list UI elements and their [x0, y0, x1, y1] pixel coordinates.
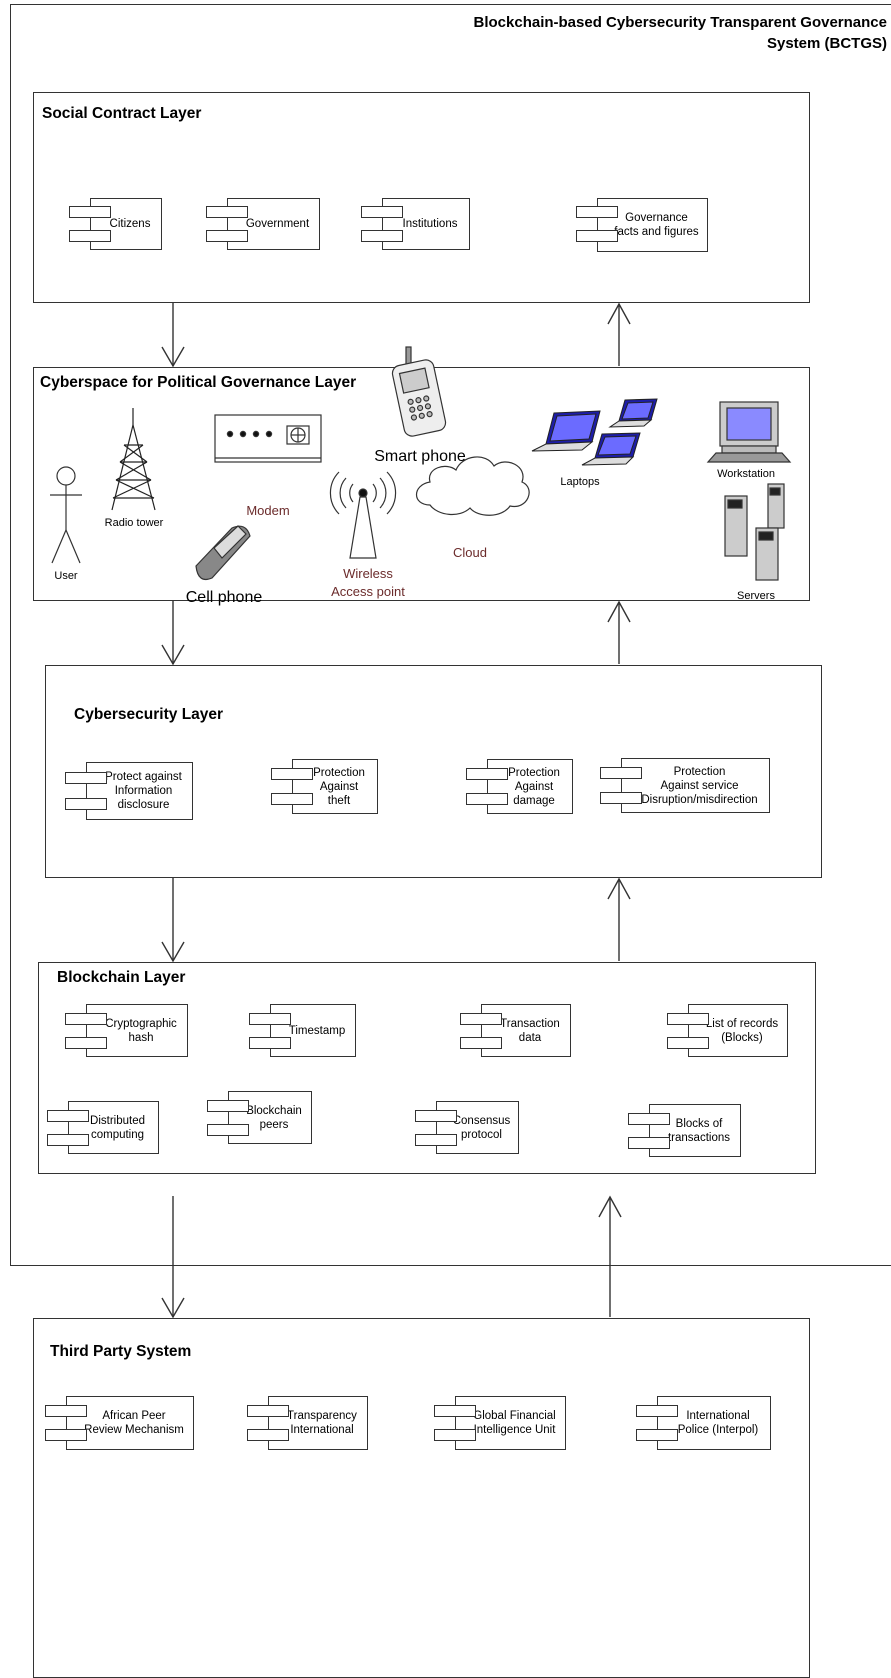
laptops-icon: [531, 398, 658, 466]
system-title: Blockchain-based Cybersecurity Transpare…: [473, 14, 888, 52]
component-african-peer-review[interactable]: African Peer Review Mechanism: [45, 1396, 194, 1450]
wireless-access-point-label: Wireless Access point: [331, 566, 405, 599]
component-protect-information-disclosure[interactable]: Protect against Information disclosure: [65, 762, 193, 820]
cell-phone-icon: [195, 525, 251, 581]
component-protection-service-disruption[interactable]: Protection Against service Disruption/mi…: [600, 758, 770, 813]
component-label: Blocks of transactions: [667, 1117, 730, 1144]
component-protection-theft[interactable]: Protection Against theft: [271, 759, 378, 814]
component-global-financial-intelligence[interactable]: Global Financial Intelligence Unit: [434, 1396, 566, 1450]
component-label: Consensus protocol: [452, 1114, 511, 1141]
user-label: User: [54, 570, 78, 582]
component-label: Protect against Information disclosure: [105, 771, 182, 811]
blockchain-layer-title: Blockchain Layer: [57, 969, 186, 986]
smart-phone-label: Smart phone: [374, 448, 466, 465]
component-label: Protection Against service Disruption/mi…: [641, 765, 758, 806]
cloud-label: Cloud: [453, 545, 487, 560]
radio-tower-label: Radio tower: [104, 517, 164, 529]
component-label: List of records (Blocks): [705, 1017, 779, 1044]
component-label: Timestamp: [288, 1024, 346, 1037]
wireless-access-point-icon: [329, 471, 397, 559]
social-contract-layer-title: Social Contract Layer: [42, 105, 202, 122]
component-distributed-computing[interactable]: Distributed computing: [47, 1101, 159, 1154]
cyberspace-layer-title: Cyberspace for Political Governance Laye…: [40, 374, 357, 391]
component-label: Protection Against damage: [508, 766, 560, 807]
component-institutions[interactable]: Institutions: [361, 198, 470, 250]
modem-icon: [214, 414, 322, 463]
servers-label: Servers: [737, 590, 775, 602]
component-label: African Peer Review Mechanism: [84, 1410, 184, 1436]
third-party-system: Third Party System: [33, 1318, 810, 1678]
component-cryptographic-hash[interactable]: Cryptographic hash: [65, 1004, 188, 1057]
bctgs-system-boundary: [10, 4, 891, 1266]
workstation-icon: [706, 401, 792, 463]
component-label: Institutions: [402, 218, 458, 230]
component-label: Citizens: [109, 218, 151, 230]
component-transparency-international[interactable]: Transparency International: [247, 1396, 368, 1450]
laptops-label: Laptops: [560, 476, 600, 488]
component-label: Governance facts and figures: [614, 212, 699, 238]
component-label: Transparency International: [287, 1410, 357, 1436]
component-governance-facts[interactable]: Governance facts and figures: [576, 198, 708, 252]
component-label: Government: [245, 218, 310, 230]
modem-label: Modem: [246, 503, 290, 518]
radio-tower-icon: [111, 408, 156, 511]
component-label: Protection Against theft: [313, 766, 365, 807]
component-list-of-records[interactable]: List of records (Blocks): [667, 1004, 788, 1057]
component-government[interactable]: Government: [206, 198, 320, 250]
component-timestamp[interactable]: Timestamp: [249, 1004, 356, 1057]
component-label: Distributed computing: [90, 1114, 145, 1141]
component-consensus-protocol[interactable]: Consensus protocol: [415, 1101, 519, 1154]
component-blockchain-peers[interactable]: Blockchain peers: [207, 1091, 312, 1144]
component-blocks-of-transactions[interactable]: Blocks of transactions: [628, 1104, 741, 1157]
component-label: International Police (Interpol): [677, 1410, 759, 1436]
workstation-label: Workstation: [717, 468, 775, 480]
component-transaction-data[interactable]: Transaction data: [460, 1004, 571, 1057]
user-icon: [50, 466, 82, 564]
component-label: Blockchain peers: [246, 1104, 302, 1131]
servers-icon: [724, 483, 785, 581]
component-label: Global Financial Intelligence Unit: [473, 1410, 556, 1436]
social-contract-layer: Social Contract Layer: [33, 92, 810, 303]
component-label: Transaction data: [500, 1017, 560, 1044]
smart-phone-icon: [391, 346, 447, 437]
third-party-system-title: Third Party System: [50, 1343, 192, 1360]
component-international-police[interactable]: International Police (Interpol): [636, 1396, 771, 1450]
component-protection-damage[interactable]: Protection Against damage: [466, 759, 573, 814]
component-label: Cryptographic hash: [105, 1017, 177, 1044]
cell-phone-label: Cell phone: [185, 589, 263, 606]
component-citizens[interactable]: Citizens: [69, 198, 162, 250]
cloud-icon: [415, 456, 530, 516]
cybersecurity-layer-title: Cybersecurity Layer: [74, 706, 224, 723]
